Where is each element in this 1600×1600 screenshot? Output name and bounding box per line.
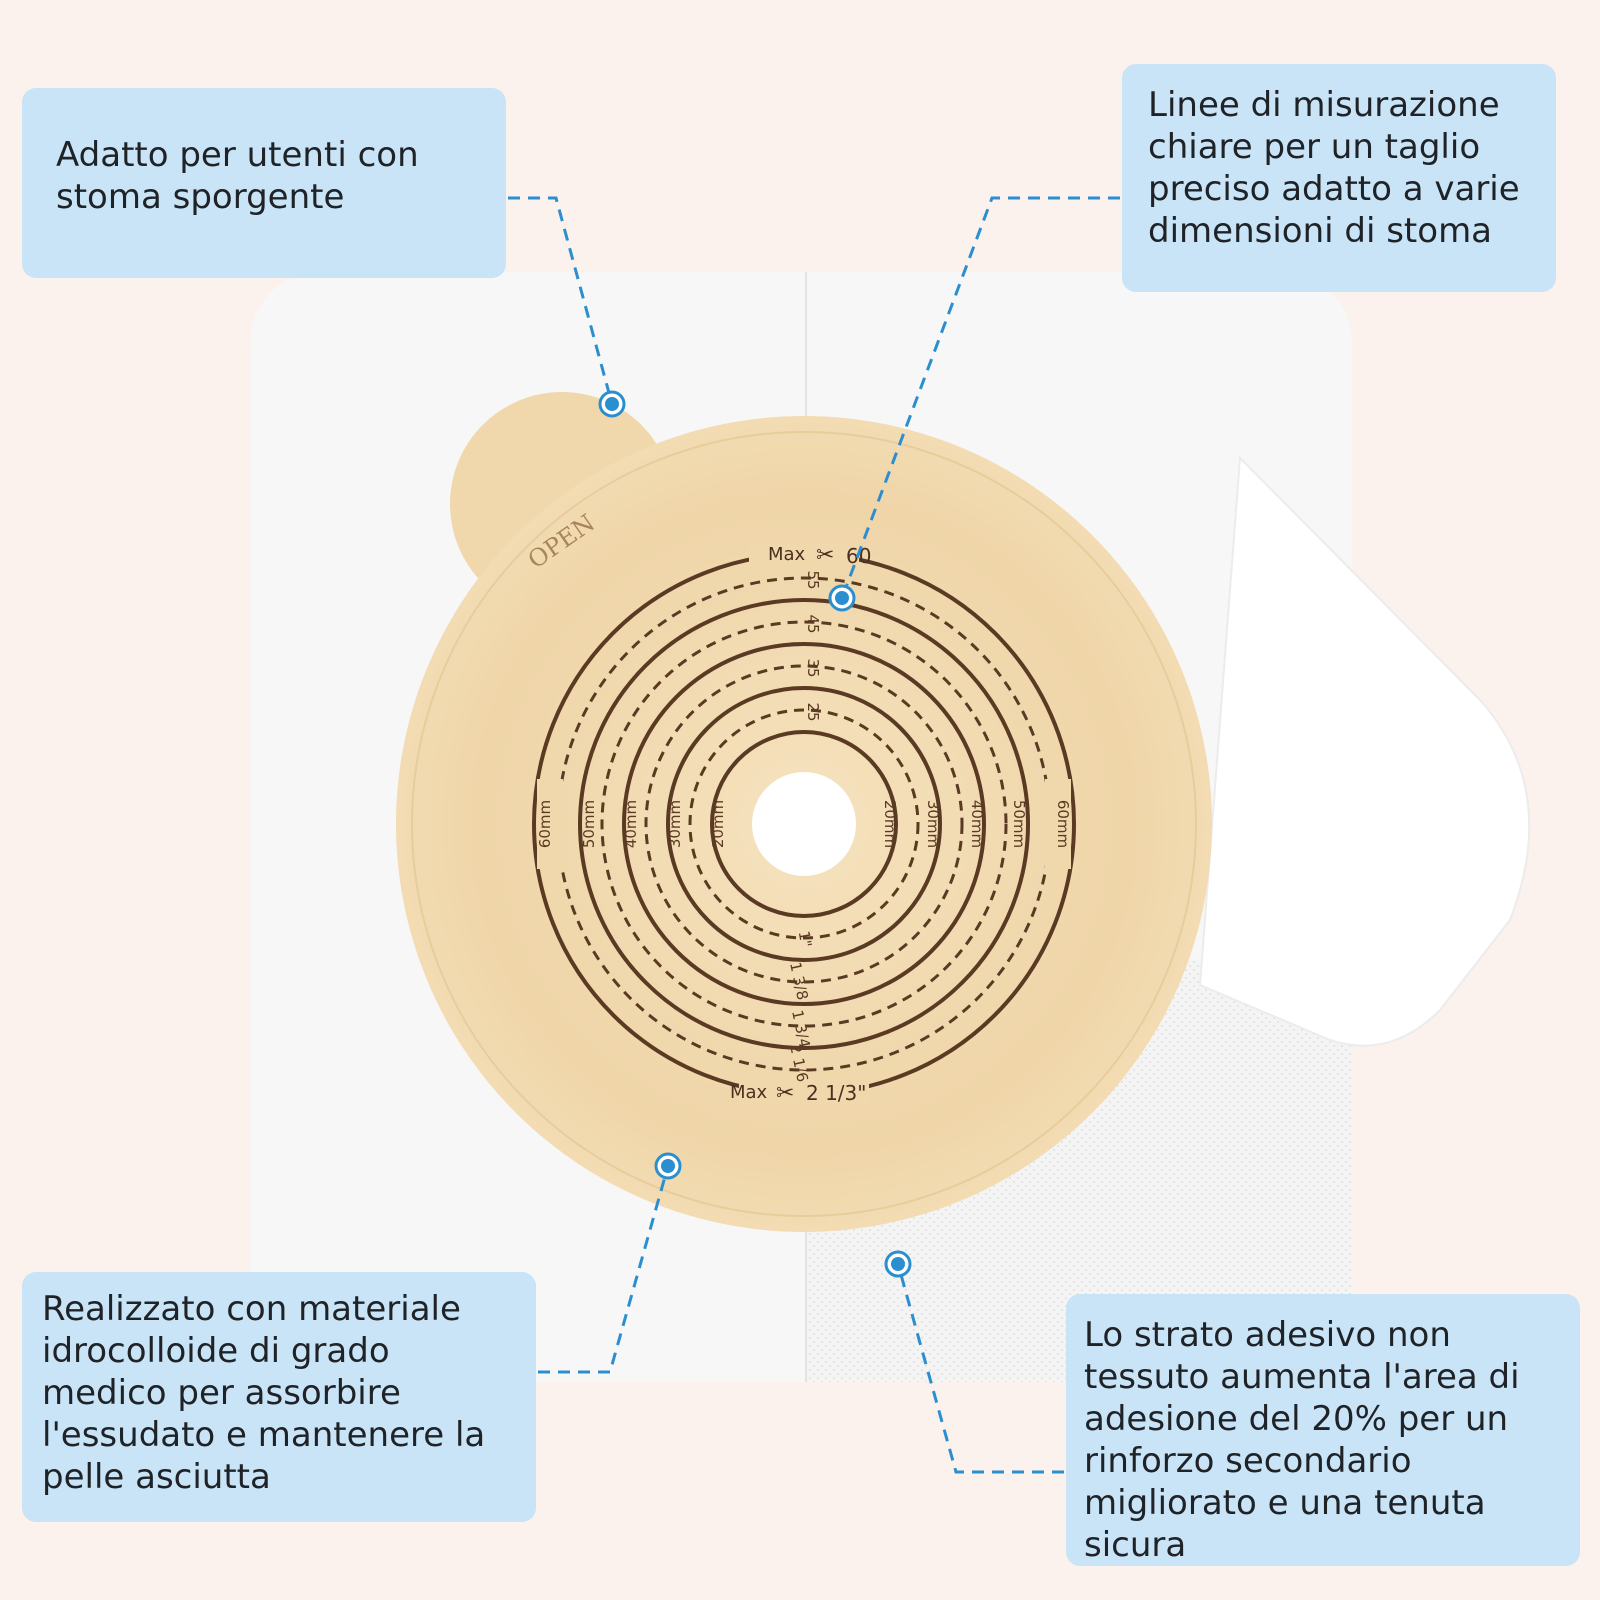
cut-line-dashed (644, 664, 964, 984)
pouch-flap (1198, 455, 1531, 1047)
callout-text: Realizzato con materiale idrocolloide di… (42, 1289, 486, 1497)
mm-label-60-right: 60mm (1054, 800, 1072, 848)
mm-label-40-right: 40mm (968, 800, 986, 848)
marker-dot-top-left (598, 390, 626, 418)
scissors-icon: ✂ (776, 1081, 794, 1106)
measurement-rings (532, 543, 1076, 1105)
label-gap (537, 779, 563, 869)
marker-dot-top-right (828, 584, 856, 612)
cut-line-solid (666, 686, 942, 962)
callout-protruding-stoma: Adatto per utenti con stoma sporgente (22, 88, 506, 278)
max-metric-label: Max ✂ 60 (768, 543, 871, 568)
leader-line-bottom-left (538, 1165, 670, 1374)
mm-label-20-left: 20mm (709, 800, 727, 848)
callout-measurement-lines: Linee di misurazione chiare per un tagli… (1122, 64, 1556, 292)
hydrocolloid-wafer: OPEN Max ✂ 60 Max ✂ 2 1/3" 20mm 30mm 40m… (396, 392, 1212, 1232)
mm-label-50-right: 50mm (1010, 800, 1028, 848)
mm-label-60-left: 60mm (536, 800, 554, 848)
size-number-55: 55 (804, 570, 822, 589)
cut-line-solid (578, 598, 1030, 1050)
label-gap (749, 543, 859, 565)
mm-label-40-left: 40mm (622, 800, 640, 848)
cut-line-solid (710, 730, 898, 918)
leader-line-bottom-right (896, 1263, 1064, 1474)
cut-line-dashed (688, 708, 920, 940)
mm-label-50-left: 50mm (580, 800, 598, 848)
max-inch-label: Max ✂ 2 1/3" (730, 1081, 866, 1106)
size-number-45: 45 (804, 614, 822, 633)
callout-text: Lo strato adesivo non tessuto aumenta l'… (1084, 1315, 1520, 1565)
svg-text:Max: Max (768, 544, 806, 565)
cut-line-solid (622, 642, 986, 1006)
callout-text: Linee di misurazione chiare per un tagli… (1148, 85, 1520, 251)
size-number-25: 25 (804, 702, 822, 721)
mm-label-30-right: 30mm (924, 800, 942, 848)
size-number-35: 35 (804, 658, 822, 677)
callout-hydrocolloid-material: Realizzato con materiale idrocolloide di… (22, 1272, 536, 1522)
cut-line-dashed (600, 620, 1008, 1028)
scissors-icon: ✂ (816, 543, 834, 568)
marker-dot-bottom-left (654, 1152, 682, 1180)
label-gap (739, 1083, 869, 1105)
mm-label-20-right: 20mm (881, 800, 899, 848)
svg-text:Max: Max (730, 1082, 768, 1103)
callout-text: Adatto per utenti con stoma sporgente (56, 135, 419, 217)
inch-label-1: 1" (795, 929, 816, 948)
leader-line-top-right (840, 196, 1120, 599)
marker-dot-bottom-right (884, 1250, 912, 1278)
mm-label-30-left: 30mm (666, 800, 684, 848)
callout-adhesive-layer: Lo strato adesivo non tessuto aumenta l'… (1066, 1294, 1580, 1566)
label-gap (1045, 779, 1071, 869)
leader-line-top-left (508, 196, 614, 405)
svg-text:2 1/3": 2 1/3" (806, 1081, 866, 1105)
stoma-hole (752, 772, 856, 876)
